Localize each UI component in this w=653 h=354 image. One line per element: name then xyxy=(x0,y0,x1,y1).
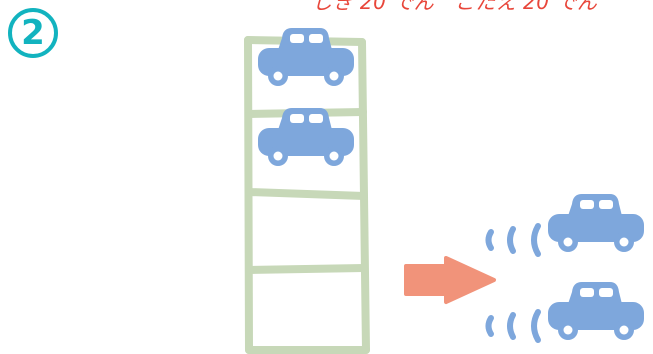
departing-car-1 xyxy=(489,194,645,254)
departing-car-2 xyxy=(489,282,645,340)
motion-lines-icon xyxy=(489,312,539,340)
parking-tower xyxy=(248,40,366,350)
motion-lines-icon xyxy=(489,226,539,254)
car-icon xyxy=(548,194,644,252)
car-icon xyxy=(548,282,644,340)
right-arrow-icon xyxy=(406,258,494,302)
